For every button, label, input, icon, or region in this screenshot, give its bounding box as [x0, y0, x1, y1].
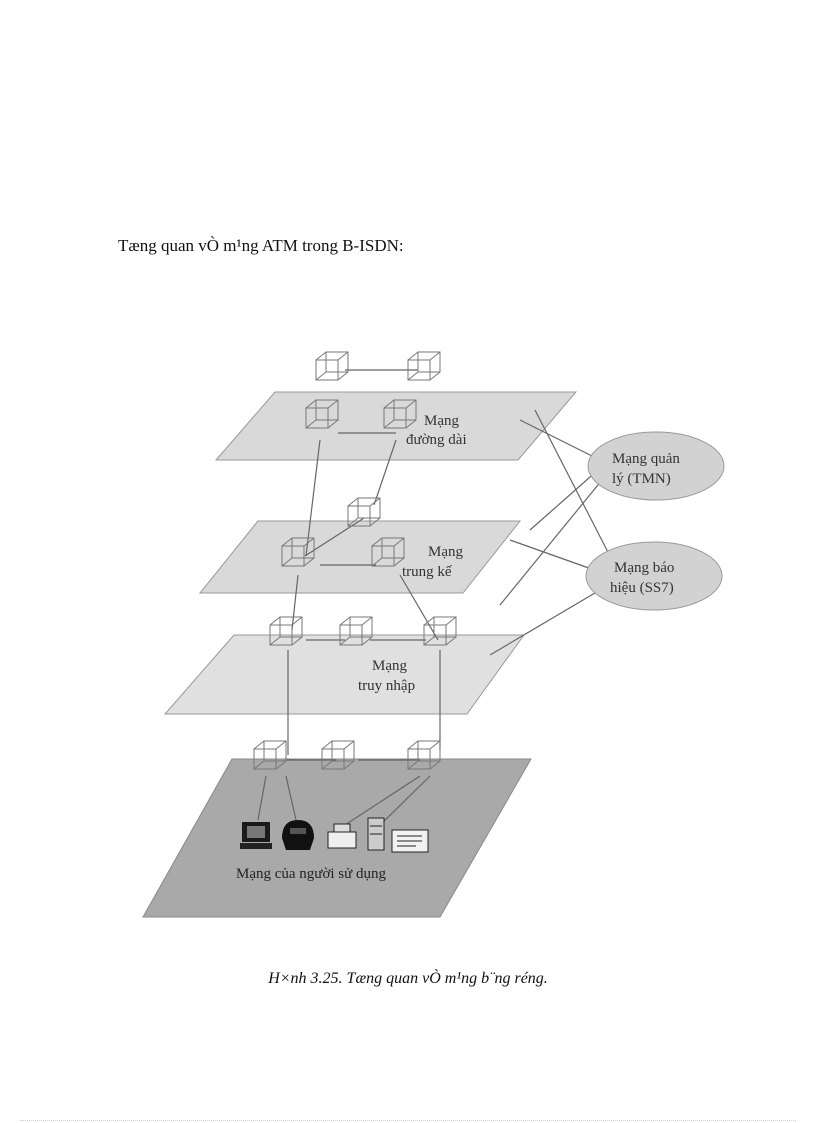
trunk-plane [198, 520, 522, 594]
fax-icon [327, 823, 357, 849]
telephone-icon [282, 820, 314, 850]
access-label-line2: truy nhập [358, 678, 415, 694]
document-icon [391, 829, 429, 853]
ss7-label-line1: Mạng báo [614, 560, 674, 576]
user-network-label: Mạng của người sử dụng [236, 866, 387, 882]
ss7-oval [585, 541, 723, 611]
interconnect-lines [257, 369, 613, 831]
access-plane [163, 634, 525, 715]
section-heading: Tæng quan vÒ m¹ng ATM trong B-ISDN: [118, 236, 404, 255]
server-icon [367, 817, 385, 851]
ss7-label-line2: hiệu (SS7) [610, 580, 674, 596]
computer-icon [240, 822, 272, 849]
access-label-line1: Mạng [372, 658, 407, 674]
long-distance-label-line2: đường dài [406, 432, 467, 448]
trunk-label-line1: Mạng [428, 544, 463, 560]
long-distance-label-line1: Mạng [424, 413, 459, 429]
figure-caption: H×nh 3.25. Tæng quan vÒ m¹ng b¨ng réng. [268, 970, 548, 987]
trunk-label-line2: trung kế [402, 564, 452, 580]
page-footer-divider [20, 1120, 796, 1121]
tmn-label-line1: Mạng quản [612, 451, 680, 467]
tmn-label-line2: lý (TMN) [612, 471, 671, 487]
long-distance-plane [214, 391, 578, 461]
tmn-oval [587, 431, 725, 501]
